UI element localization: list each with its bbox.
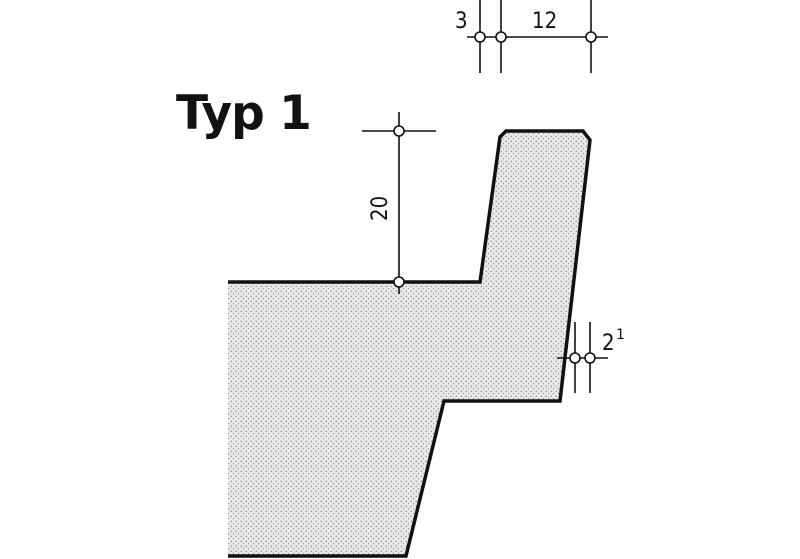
dim-label-2: 2 — [602, 331, 615, 356]
dim-label-20: 20 — [368, 196, 393, 221]
drawing-title: Typ 1 — [176, 86, 312, 141]
dim-label-1: 1 — [616, 327, 625, 343]
dim-label-3: 3 — [455, 9, 468, 34]
top-dimension — [467, 0, 608, 73]
dim-label-12: 12 — [532, 9, 557, 34]
right-dimension — [557, 322, 608, 393]
profile-outline — [228, 129, 592, 558]
profile-section — [228, 131, 590, 556]
height-dimension — [362, 112, 436, 294]
